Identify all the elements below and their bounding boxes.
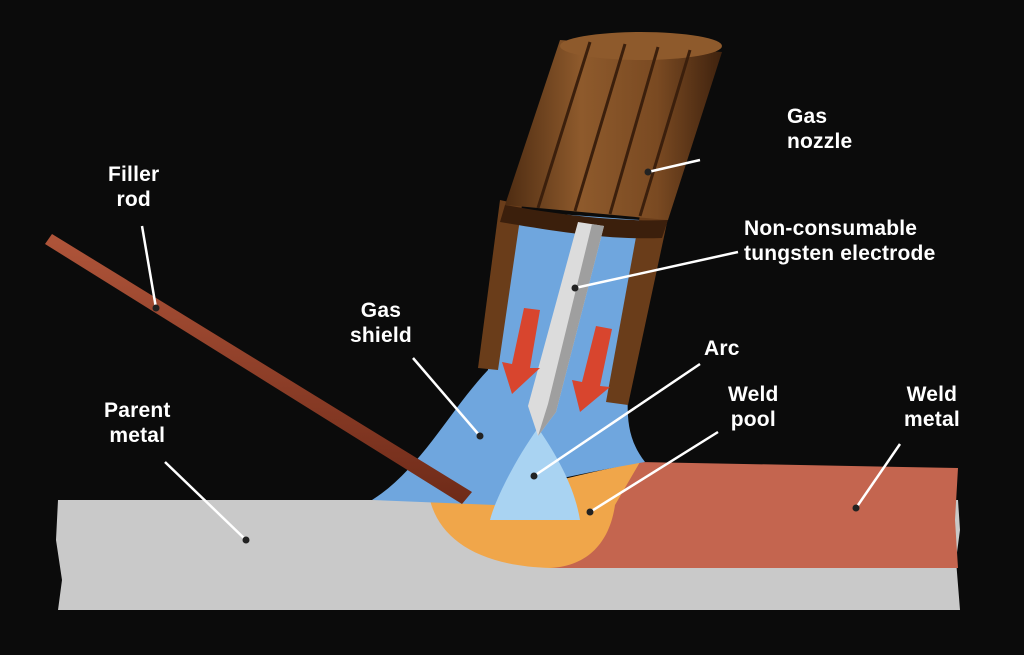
label-tungsten-electrode: Non-consumable tungsten electrode: [744, 217, 936, 265]
label-weld-pool: Weld pool: [728, 383, 779, 431]
nozzle-left-wall: [478, 200, 522, 370]
leader-lines: [140, 158, 902, 541]
label-gas-shield: Gas shield: [350, 299, 412, 347]
gas-nozzle-rim: [500, 205, 668, 239]
label-arc: Arc: [704, 337, 740, 360]
label-filler-rod: Filler rod: [108, 163, 160, 211]
gas-flow-arrow-right: [572, 326, 612, 412]
gas-flow-arrow-left: [502, 308, 540, 394]
leader-endpoints: [152, 168, 860, 544]
label-parent-metal: Parent metal: [104, 399, 171, 447]
label-weld-metal: Weld metal: [904, 383, 960, 431]
nozzle-right-wall: [606, 215, 668, 405]
gas-nozzle-body: [505, 40, 722, 220]
tungsten-electrode-shade: [538, 224, 604, 436]
filler-rod: [45, 234, 472, 504]
label-gas-nozzle: Gas nozzle: [787, 105, 853, 153]
weld-metal-bead: [550, 462, 958, 568]
gas-nozzle-ridges: [536, 41, 692, 217]
gas-nozzle-top: [560, 32, 722, 60]
